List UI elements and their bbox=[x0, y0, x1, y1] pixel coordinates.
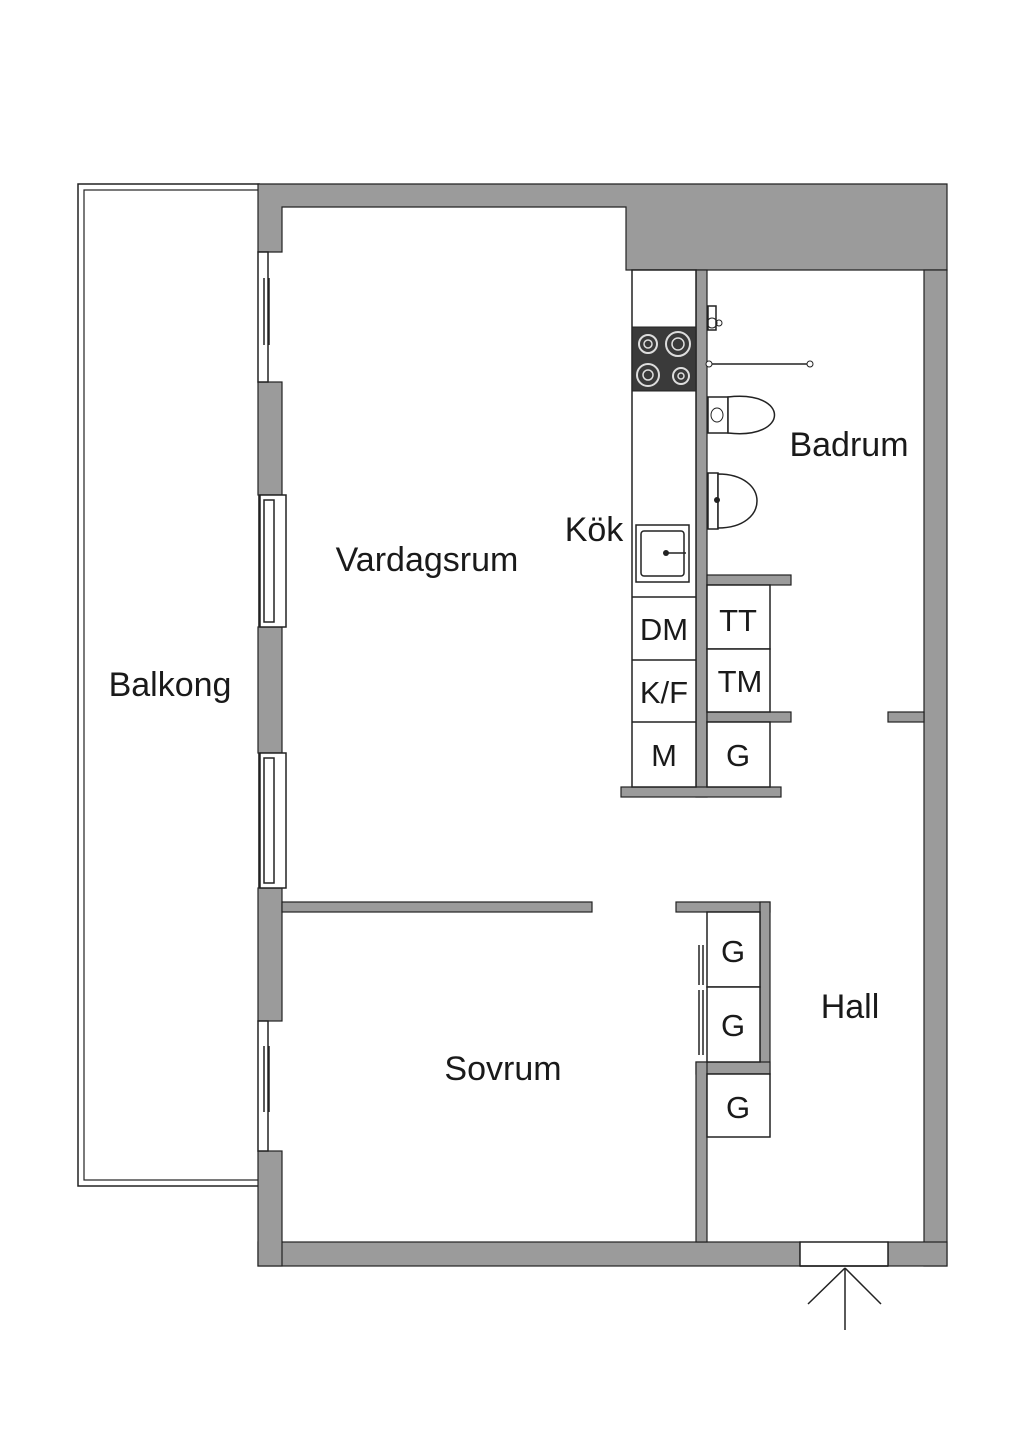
appliance-label-m: M bbox=[651, 738, 677, 773]
appliance-label-kf: K/F bbox=[640, 675, 688, 710]
bathroom-fixtures bbox=[705, 305, 814, 788]
exterior-walls bbox=[257, 183, 948, 1267]
room-label-balkong: Balkong bbox=[109, 666, 232, 704]
kitchen-counter bbox=[631, 269, 697, 788]
appliance-label-g-hall-3: G bbox=[726, 1090, 750, 1125]
entrance-arrow-icon bbox=[807, 1267, 882, 1330]
room-label-hall: Hall bbox=[821, 988, 880, 1026]
entrance bbox=[799, 1241, 889, 1267]
room-label-kok: Kök bbox=[565, 511, 625, 549]
appliance-label-g-kitchen: G bbox=[726, 738, 750, 773]
interior-walls bbox=[281, 269, 925, 1243]
appliance-label-g-hall-1: G bbox=[721, 934, 745, 969]
stove-icon bbox=[631, 326, 697, 392]
shower-icon bbox=[705, 305, 814, 368]
kitchen-sink-icon bbox=[635, 524, 690, 583]
appliance-label-g-hall-2: G bbox=[721, 1008, 745, 1043]
toilet-icon bbox=[707, 395, 776, 435]
appliance-label-tt: TT bbox=[719, 603, 757, 638]
washbasin-icon bbox=[707, 472, 758, 530]
room-label-badrum: Badrum bbox=[789, 426, 908, 464]
appliance-label-tm: TM bbox=[718, 664, 763, 699]
appliance-label-dm: DM bbox=[640, 612, 688, 647]
hall-wardrobes bbox=[698, 911, 771, 1138]
left-openings bbox=[257, 251, 287, 1152]
room-label-sovrum: Sovrum bbox=[444, 1050, 561, 1088]
room-label-vardagsrum: Vardagsrum bbox=[336, 541, 519, 579]
